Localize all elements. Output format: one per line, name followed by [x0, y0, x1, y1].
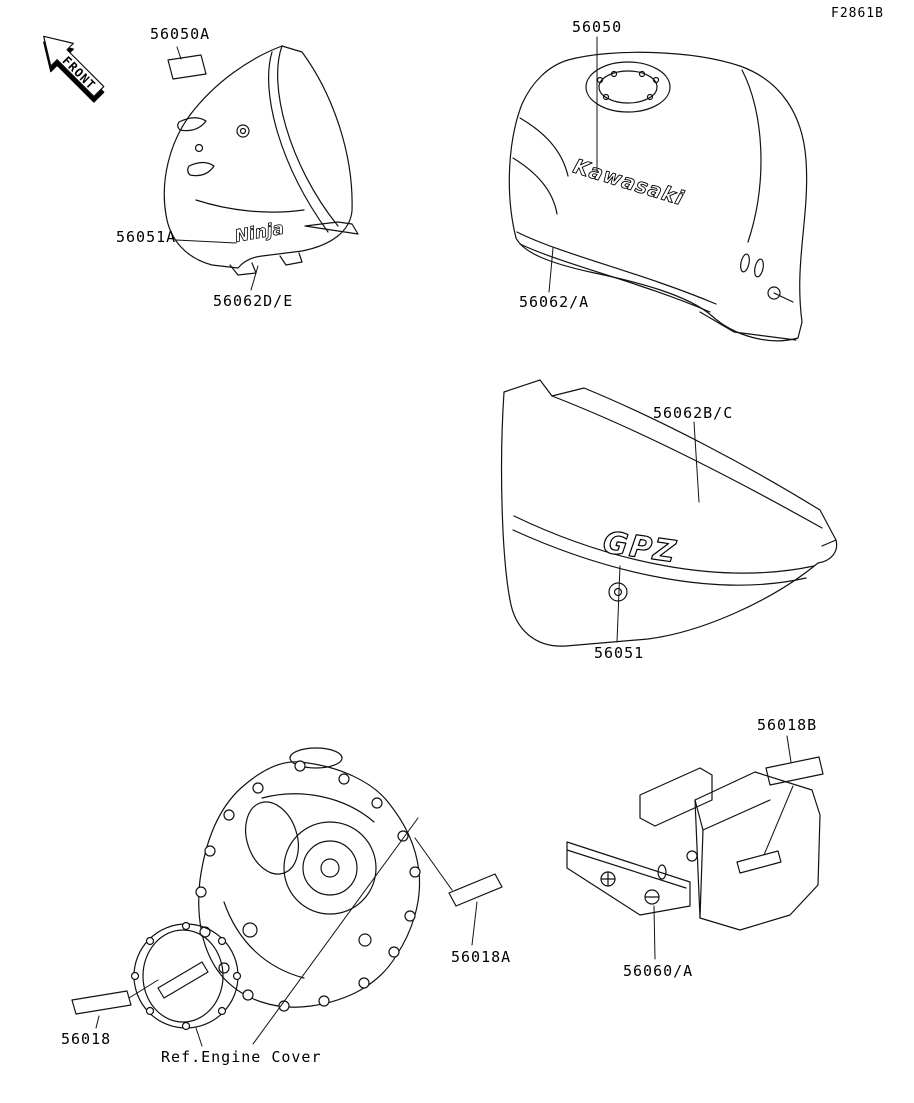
tank-kawasaki-decal-text: Kawasaki [571, 154, 688, 210]
part-label-56050a: 56050A [150, 25, 211, 43]
ref-engine-cover-label: Ref.Engine Cover [161, 1048, 322, 1066]
part-label-56060a: 56060/A [623, 962, 694, 980]
part-label-56051a: 56051A [116, 228, 177, 246]
part-label-56018a: 56018A [451, 948, 512, 966]
part-label-56062a: 56062/A [519, 293, 590, 311]
fairing-ninja-decal-text: Ninja [233, 219, 285, 247]
part-label-56018: 56018 [61, 1030, 112, 1048]
upper-fairing-drawing: Ninja [163, 45, 359, 276]
front-arrow-icon: FRONT [43, 35, 105, 103]
decal-56018-shape [71, 990, 132, 1015]
engine-cover-drawing [195, 747, 421, 1012]
part-label-56062de: 56062D/E [213, 292, 294, 310]
document-code: F2861B [831, 6, 884, 21]
decal-56018b-shape [765, 756, 824, 786]
part-label-56062bc: 56062B/C [653, 404, 734, 422]
decal-on-tail-shape [736, 850, 782, 874]
side-cover-gpz-decal-text: GPZ [601, 525, 680, 570]
clutch-cover-drawing [130, 921, 242, 1031]
leader-lines [95, 36, 794, 1047]
part-label-56051: 56051 [594, 644, 645, 662]
decal-56018a-shape [448, 873, 503, 907]
part-label-56050: 56050 [572, 18, 623, 36]
decal-56050a-shape [167, 54, 207, 80]
tail-cover-drawing [566, 756, 824, 931]
part-label-56018b: 56018B [757, 716, 818, 734]
